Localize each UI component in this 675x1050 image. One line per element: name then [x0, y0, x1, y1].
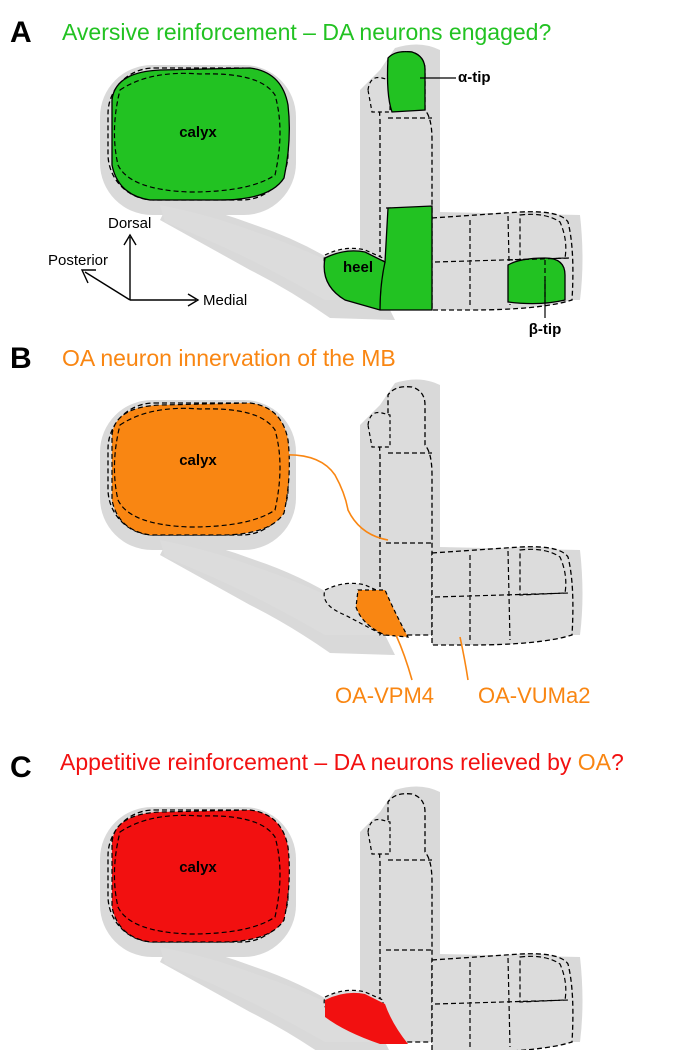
- calyx-label-c: calyx: [179, 859, 217, 876]
- beta-tip-label: β-tip: [529, 321, 561, 338]
- heel-region: [323, 205, 433, 311]
- mushroom-body-a: [100, 44, 583, 320]
- posterior-label: Posterior: [48, 252, 108, 269]
- panel-c-title-part3: ?: [611, 749, 624, 775]
- mushroom-body-c: [100, 786, 583, 1050]
- panel-a: A Aversive reinforcement – DA neurons en…: [10, 16, 583, 338]
- panel-b: B OA neuron innervation of the MB calyx …: [10, 342, 590, 708]
- alpha-tip-label: α-tip: [458, 69, 491, 86]
- panel-a-letter: A: [10, 16, 32, 49]
- calyx-region-b: [111, 402, 290, 536]
- alpha-tip-region: [386, 50, 426, 113]
- heel-region-b: [355, 589, 410, 638]
- oa-vpm4-label: OA-VPM4: [335, 683, 434, 708]
- calyx-region-c: [111, 809, 290, 943]
- mushroom-body-b: [100, 379, 583, 681]
- panel-c-title: Appetitive reinforcement – DA neurons re…: [60, 749, 624, 775]
- beta-tip-region: [507, 257, 566, 305]
- panel-c-letter: C: [10, 751, 32, 784]
- heel-region-c: [325, 992, 408, 1044]
- calyx-label: calyx: [179, 124, 217, 141]
- heel-label: heel: [343, 259, 373, 276]
- orientation-axes: [80, 233, 200, 307]
- medial-label: Medial: [203, 292, 247, 309]
- panel-c-title-part1: Appetitive reinforcement – DA neurons re…: [60, 749, 578, 775]
- panel-b-letter: B: [10, 342, 32, 375]
- panel-a-title: Aversive reinforcement – DA neurons enga…: [62, 19, 551, 45]
- panel-c: C Appetitive reinforcement – DA neurons …: [10, 749, 624, 1050]
- calyx-region: [111, 67, 290, 201]
- panel-c-title-oa: OA: [578, 749, 612, 775]
- dorsal-label: Dorsal: [108, 215, 151, 232]
- oa-vuma2-label: OA-VUMa2: [478, 683, 590, 708]
- calyx-label-b: calyx: [179, 452, 217, 469]
- panel-b-title: OA neuron innervation of the MB: [62, 345, 396, 371]
